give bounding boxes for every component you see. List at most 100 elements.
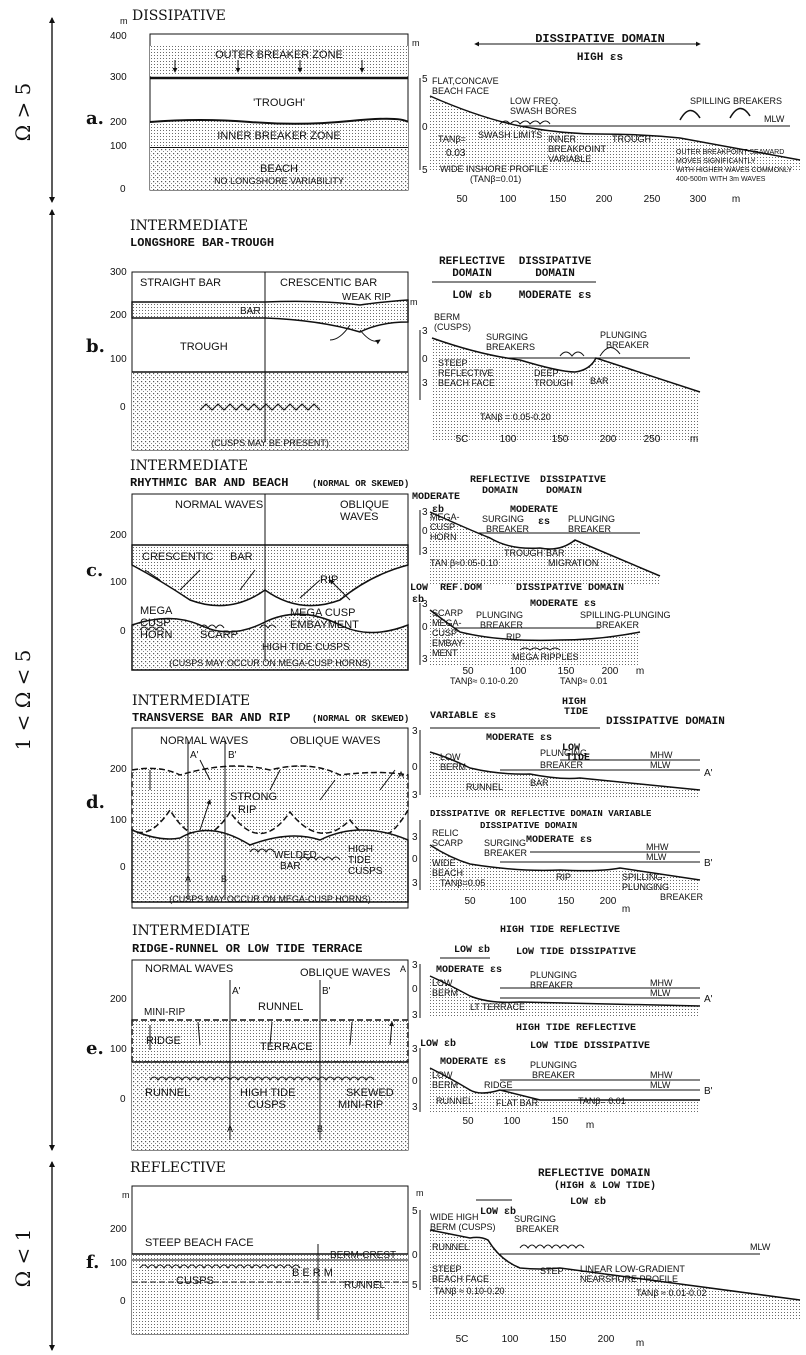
feature-label: MHW [650,978,673,988]
tick-label: 150 [550,194,567,205]
feature-label: TERRACE [260,1041,313,1053]
feature-label: LOW [440,752,461,762]
omega-scale: Ω > 5 1 < Ω < 5 Ω < 1 [11,17,55,1351]
feature-label: BREAKER [596,620,640,630]
tick-label: 50 [464,896,476,907]
feature-label: MIGRATION [548,558,598,568]
tick-label: 3 [422,654,428,665]
feature-label: BREAKER [540,760,584,770]
feature-label: A' [704,994,713,1005]
panel-subtitle-note: (NORMAL OR SKEWED) [312,479,409,489]
tick-label: m [732,194,740,205]
tick-label: 100 [500,194,517,205]
feature-label: FLAT,CONCAVE [432,76,499,86]
feature-label: RUNNEL [145,1087,190,1099]
feature-label: OBLIQUE WAVES [290,735,380,747]
unit-label: m [120,16,128,26]
panel-subtitle-note: (NORMAL OR SKEWED) [312,714,409,724]
tick-label: 0 [422,526,428,537]
feature-label: STRAIGHT BAR [140,277,221,289]
feature-label: WEAK RIP [342,292,391,303]
feature-label: BREAKER [516,1224,560,1234]
feature-label: MEGA RIPPLES [512,652,579,662]
tick-label: 150 [558,896,575,907]
feature-label: CUSP [430,522,455,532]
feature-label: WITH HIGHER WAVES COMMONLY [676,167,792,174]
feature-label: PLUNGING [622,882,669,892]
feature-label: PLUNGING [568,514,615,524]
feature-label: MEGA CUSP [290,607,355,619]
feature-label: (CUSPS MAY OCCUR ON MEGA-CUSP HORNS) [169,894,371,904]
feature-label: PLUNGING [600,330,647,340]
tick-label: 3 [412,960,418,971]
param-label: MODERATE εs [519,290,592,302]
feature-label: MLW [646,852,667,862]
domain-label: TIDE [566,753,590,764]
feature-label: MEGA- [432,618,462,628]
tick-label: 200 [600,434,617,445]
feature-label: BAR [546,548,565,558]
param-label: εs [538,517,550,528]
feature-label: RUNNEL [258,1001,303,1013]
domain-label: HIGH TIDE REFLECTIVE [516,1023,636,1034]
feature-label: B' [322,986,331,997]
feature-label: TANβ ≈ 0.01-0.02 [636,1288,706,1298]
panel-letter: a. [86,108,104,129]
feature-label: BERM-CREST [330,1250,396,1261]
tick-label: 100 [110,815,127,826]
feature-label: STRONG [230,791,277,803]
feature-label: EMBAYMENT [290,619,359,631]
panel-letter: c. [86,560,103,581]
domain-label: LOW εb [420,1038,456,1050]
feature-label: BAR [240,306,261,317]
feature-label: HORN [430,532,457,542]
tick-label: 0 [412,854,418,865]
panel-letter: b. [86,336,105,357]
feature-label: RIP [320,574,338,586]
feature-label: MEGA [140,605,173,617]
tick-label: 3 [412,726,418,737]
param-label: MODERATE εs [530,599,596,610]
feature-label: BREAKER [484,848,528,858]
feature-label: VARIABLE [548,154,591,164]
tick-label: 200 [110,1224,127,1235]
param-label: εb [412,594,424,606]
tick-label: 0 [120,1094,126,1105]
domain-label: DOMAIN [482,486,518,497]
tick-label: 0 [412,762,418,773]
feature-label: BERM [434,312,460,322]
tick-label: 5 [412,1206,418,1217]
param-label: MODERATE [412,492,460,503]
feature-label: BEACH FACE [432,1274,489,1284]
feature-label: MLW [650,1080,671,1090]
feature-label: B [221,874,227,884]
param-label: MODERATE [510,505,558,516]
tick-label: m [636,666,644,677]
tick-label: 3 [412,878,418,889]
feature-label: BEACH FACE [438,378,495,388]
tick-label: 100 [504,1116,521,1127]
feature-label: INNER [548,134,577,144]
feature-label: NORMAL WAVES [175,499,263,511]
feature-label: SWASH BORES [510,106,577,116]
domain-label: DOMAIN [546,486,582,497]
tick-label: 300 [110,72,127,83]
feature-label: SCARP [200,629,238,641]
tick-label: 0 [412,1250,418,1261]
feature-label: TANβ= 0.01 [578,1096,626,1106]
tick-label: m [636,1338,644,1349]
tick-label: m [622,904,630,915]
feature-label: RELIC [432,828,459,838]
tick-label: 3 [422,378,428,389]
feature-label: BREAKER [532,1070,576,1080]
feature-label: BREAKER [486,524,530,534]
panel-letter: f. [86,1252,99,1273]
feature-label: TROUGH [180,341,228,353]
panel-letter: d. [86,792,105,813]
feature-label: NORMAL WAVES [145,963,233,975]
domain-label: DOMAIN [452,268,492,280]
feature-label: MOVES SIGNIFICANTLY [676,158,756,165]
domain-label: DISSIPATIVE [519,256,592,268]
domain-label: LOW εb [480,1206,516,1218]
